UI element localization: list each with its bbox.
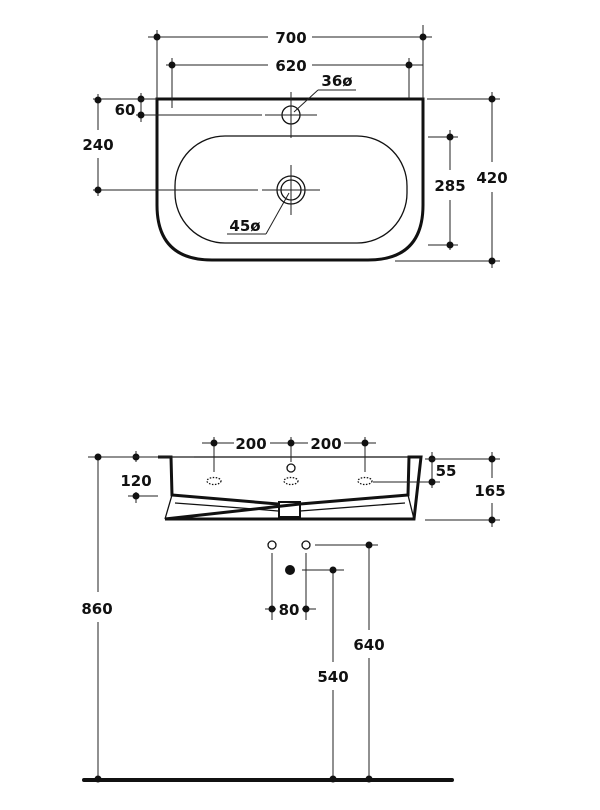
dim-bowl-height: 120 [120, 472, 151, 490]
dim-tap-hole-offset: 60 [115, 101, 136, 119]
dim-mount-height: 860 [81, 600, 112, 618]
dim-overflow-offset: 55 [436, 462, 457, 480]
dim-supply-height: 640 [353, 636, 384, 654]
dim-hole-spacing-right: 200 [310, 435, 341, 453]
top-view: 700 620 36ø 60 240 285 420 45ø [82, 25, 508, 268]
dim-bowl-depth: 285 [434, 177, 465, 195]
dim-tap-hole-diameter: 36ø [321, 72, 352, 90]
dim-overall-width: 700 [275, 29, 306, 47]
dim-inner-width: 620 [275, 57, 306, 75]
dim-overall-height: 165 [474, 482, 505, 500]
supply-pipe-left [267, 540, 277, 550]
dim-drain-offset: 240 [82, 136, 113, 154]
dim-hole-spacing-left: 200 [235, 435, 266, 453]
supply-pipe-right [301, 540, 311, 550]
dim-drain-diameter: 45ø [229, 217, 260, 235]
overflow-outlet [278, 501, 301, 518]
sink-outline-front [158, 455, 423, 521]
sink-outline-top [155, 97, 425, 262]
dim-overall-depth: 420 [476, 169, 507, 187]
dim-pipe-spacing: 80 [279, 601, 300, 619]
waste-pipe [285, 565, 295, 575]
dim-waste-height: 540 [317, 668, 348, 686]
front-view: 200 200 120 55 165 860 80 640 [81, 435, 506, 783]
